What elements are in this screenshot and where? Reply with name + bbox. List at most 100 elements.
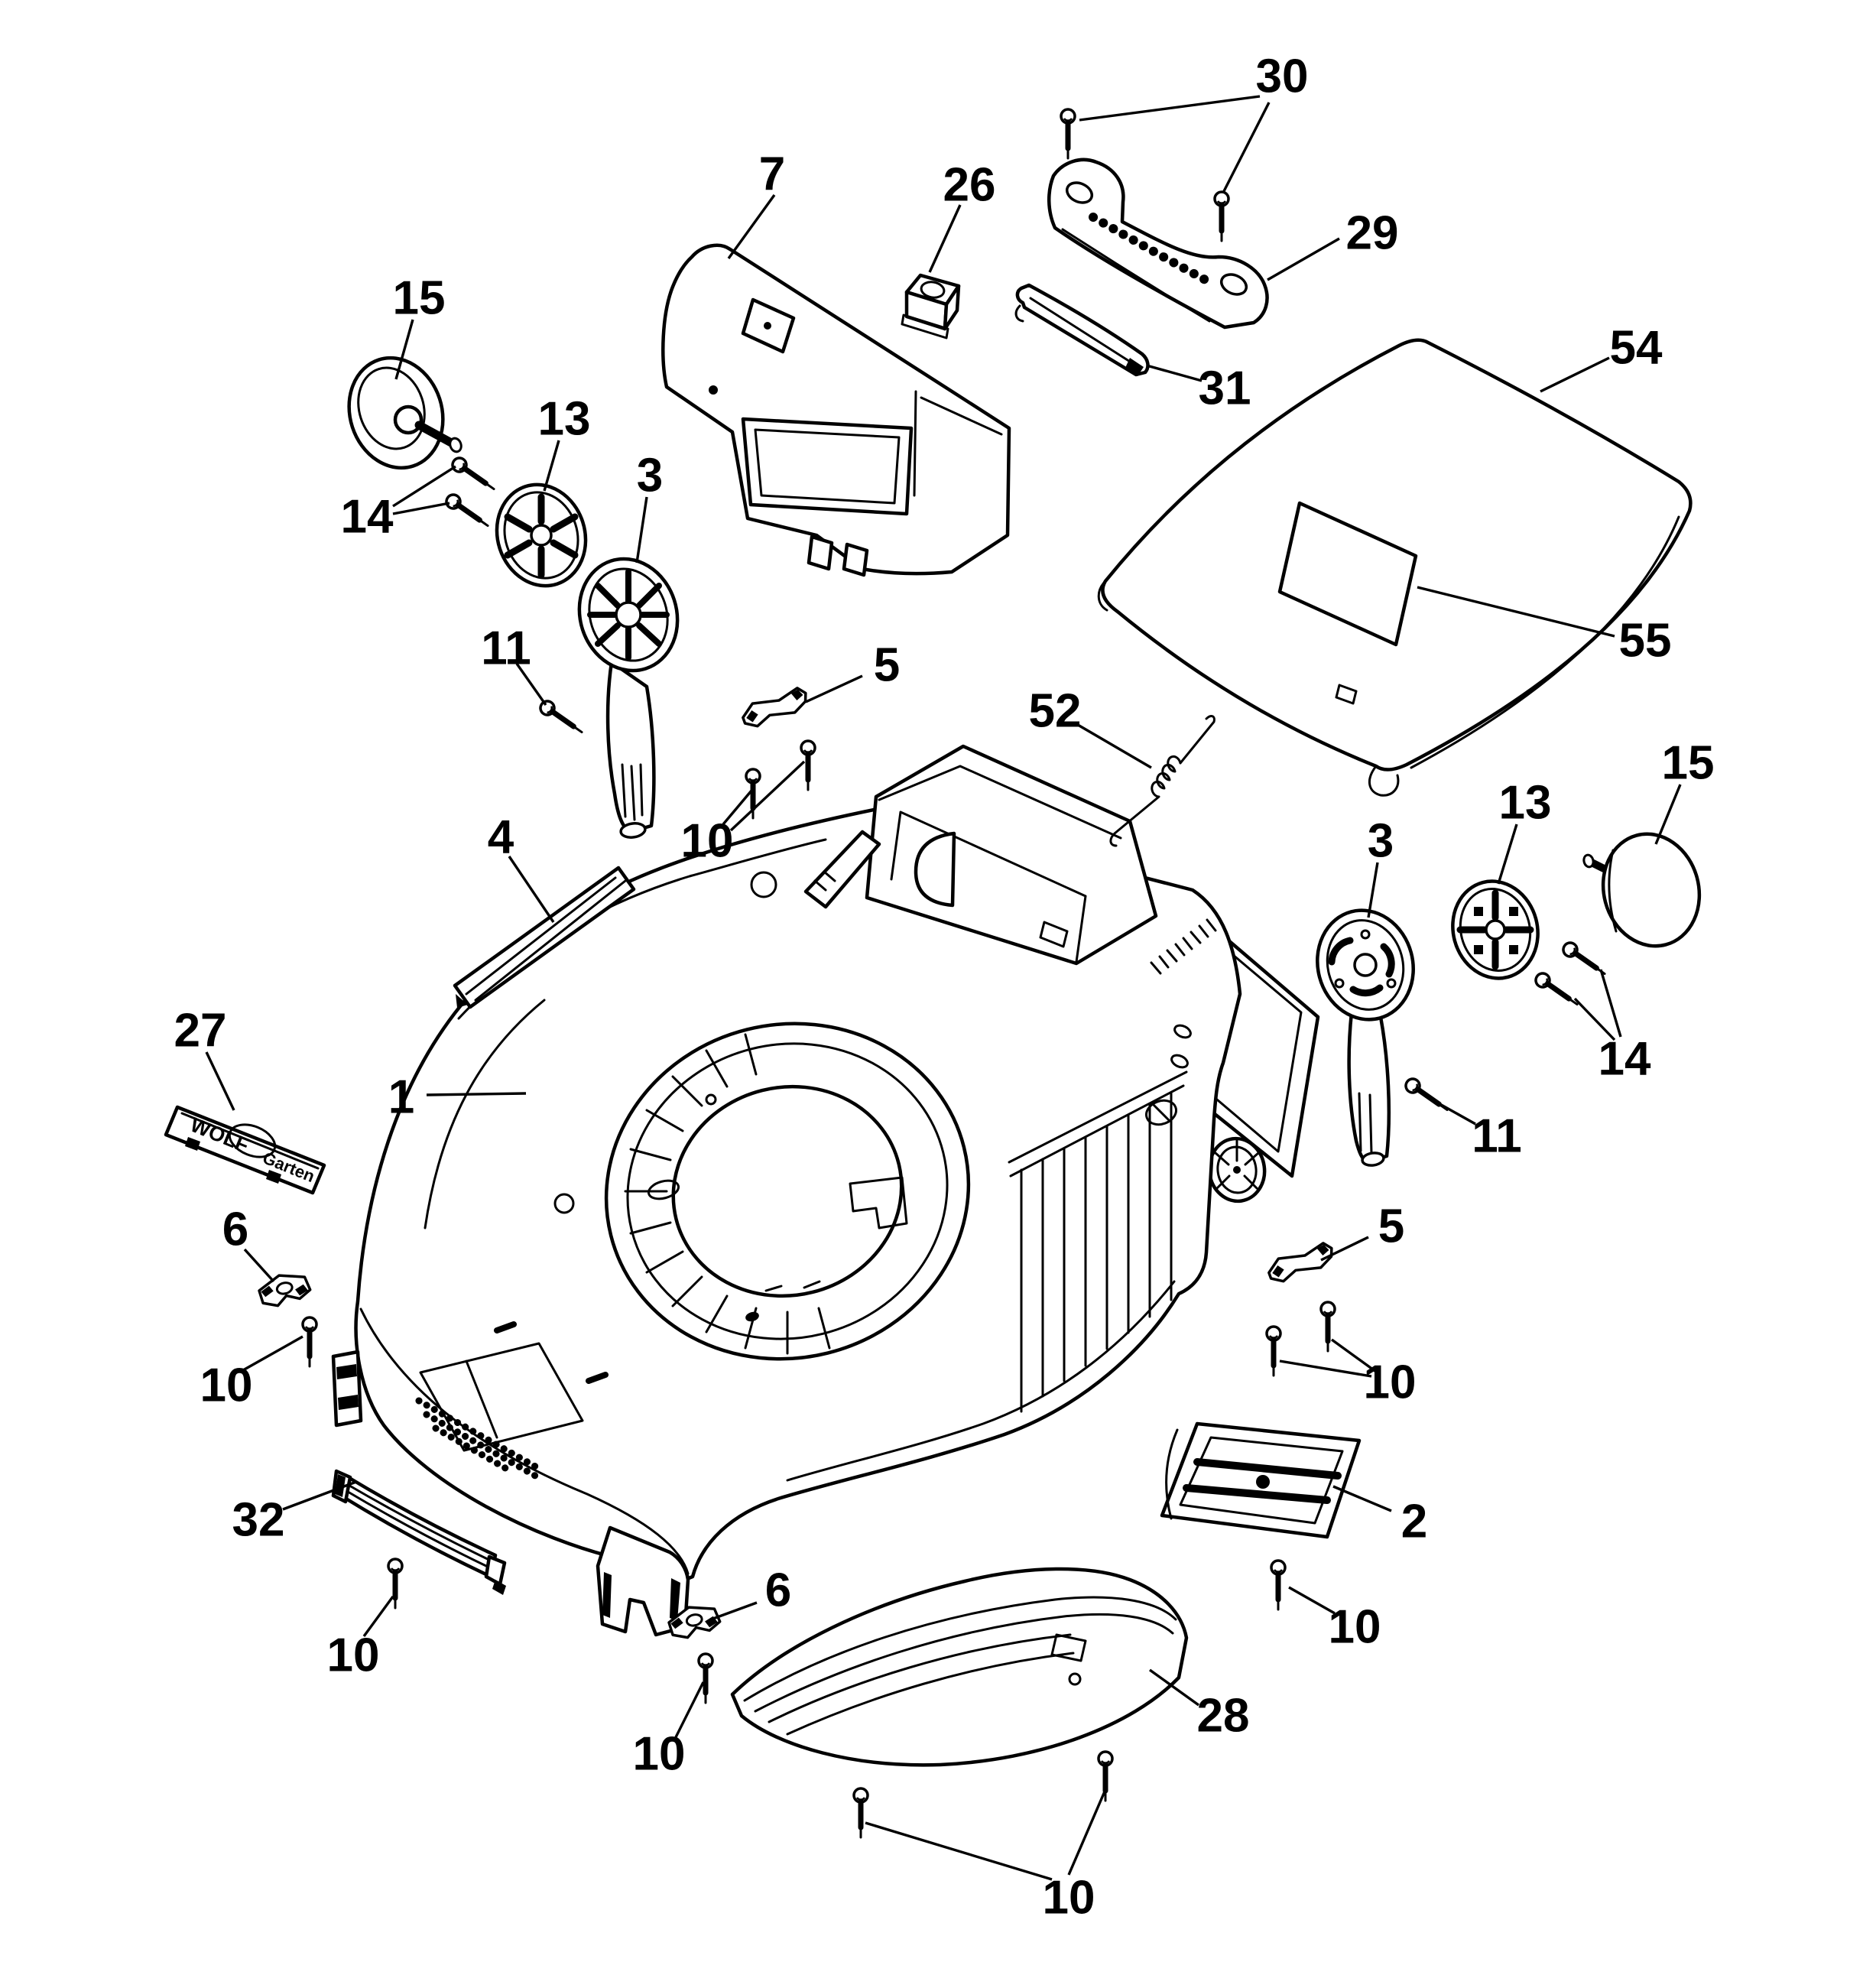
- callout-label-10B: 10: [1043, 1872, 1095, 1925]
- callout-label-10BC: 10: [633, 1728, 686, 1781]
- part-4-trim-strip: [453, 866, 636, 1009]
- leader-line-15R: [1654, 784, 1682, 845]
- callout-label-5R: 5: [1378, 1200, 1404, 1253]
- callout-30: 30: [1079, 50, 1308, 193]
- leader-line-13R: [1497, 823, 1518, 885]
- callout-10BC: 10: [633, 1681, 705, 1781]
- callout-label-29: 29: [1346, 207, 1399, 260]
- callout-label-32: 32: [232, 1494, 285, 1547]
- leader-line-3L: [635, 496, 648, 564]
- leader-line-30: [1222, 102, 1271, 193]
- screw-10-left: [303, 1317, 316, 1366]
- part-31-slide-strip: [1014, 283, 1150, 377]
- part-6-clip-left: [255, 1267, 313, 1311]
- leader-line-10R: [1279, 1359, 1372, 1378]
- callout-1: 1: [388, 1071, 527, 1124]
- callout-4: 4: [488, 811, 555, 923]
- leader-line-2: [1332, 1485, 1392, 1512]
- screw-14-left-a: [450, 455, 498, 494]
- leader-line-14L: [392, 465, 456, 508]
- screw-10-top-b: [801, 741, 815, 790]
- leader-line-26: [928, 204, 962, 273]
- callout-label-27: 27: [174, 1005, 227, 1057]
- part-5-clip-center: [738, 684, 813, 732]
- callout-label-30: 30: [1256, 50, 1309, 103]
- callout-label-4: 4: [488, 811, 514, 864]
- leader-line-4: [508, 856, 555, 923]
- callout-label-3L: 3: [637, 450, 663, 502]
- callout-3L: 3: [635, 450, 663, 564]
- part-55-decal: [1277, 501, 1418, 647]
- leader-line-15L: [394, 319, 414, 380]
- part-26-cube: [901, 273, 961, 339]
- callout-27: 27: [174, 1005, 235, 1111]
- leader-line-10BC: [674, 1681, 705, 1738]
- screw-10-right-a: [1321, 1302, 1335, 1351]
- callout-10BL: 10: [327, 1595, 394, 1682]
- callout-10R: 10: [1279, 1338, 1417, 1409]
- callout-label-52: 52: [1029, 685, 1082, 738]
- screw-30-a: [1061, 109, 1075, 158]
- leader-line-10RM: [1288, 1586, 1336, 1615]
- leader-line-55: [1417, 586, 1615, 638]
- part-7-console-bracket: [661, 243, 1011, 577]
- leader-line-6L: [243, 1248, 275, 1283]
- callout-label-3R: 3: [1368, 815, 1394, 868]
- leader-line-1: [426, 1092, 527, 1096]
- leader-line-27: [205, 1051, 235, 1111]
- callout-label-15L: 15: [393, 272, 446, 325]
- callout-3R: 3: [1367, 815, 1394, 918]
- callout-label-7: 7: [759, 148, 785, 201]
- callout-label-2: 2: [1401, 1496, 1427, 1548]
- screw-14-right-b: [1533, 970, 1581, 1009]
- leader-line-31: [1146, 364, 1203, 382]
- callout-label-31: 31: [1199, 362, 1251, 415]
- callout-label-10BL: 10: [327, 1629, 380, 1682]
- part-3-height-adjuster-left: [577, 557, 680, 839]
- callout-7: 7: [727, 148, 785, 259]
- part-29-latch-bracket: [1047, 158, 1269, 330]
- callout-label-13R: 13: [1499, 777, 1552, 830]
- callout-label-26: 26: [943, 159, 996, 212]
- callout-label-28: 28: [1197, 1690, 1250, 1743]
- screw-10-bottom-b: [1099, 1752, 1112, 1801]
- callout-6L: 6: [222, 1204, 275, 1283]
- callout-label-13L: 13: [538, 393, 591, 446]
- callout-15R: 15: [1654, 737, 1715, 845]
- leader-line-3R: [1367, 862, 1379, 918]
- callout-label-11L: 11: [481, 622, 531, 675]
- part-13-gear-disc-right: [1451, 879, 1540, 980]
- callout-28: 28: [1149, 1668, 1250, 1743]
- screw-10-bottom-a: [854, 1788, 868, 1837]
- rear-adjuster-pulley: [1207, 1136, 1267, 1204]
- callout-14R: 14: [1573, 969, 1651, 1086]
- part-52-spring: [1109, 715, 1216, 847]
- part-27-brand-plate: WOLF Garten: [164, 1105, 326, 1195]
- callout-label-5C: 5: [874, 639, 900, 692]
- part-3-height-adjuster-right: [1316, 908, 1415, 1167]
- callout-label-6L: 6: [222, 1204, 248, 1256]
- callout-6B: 6: [710, 1564, 791, 1621]
- callout-label-14L: 14: [341, 491, 394, 544]
- callout-10L: 10: [200, 1335, 303, 1412]
- screw-10-right-b: [1267, 1327, 1280, 1376]
- callout-label-10R: 10: [1364, 1356, 1417, 1409]
- leader-line-10TC: [729, 760, 806, 832]
- part-1-deck: [331, 807, 1242, 1637]
- callout-label-55: 55: [1619, 615, 1672, 668]
- leader-line-10TC: [722, 789, 753, 826]
- screw-10-right-mid: [1271, 1561, 1285, 1610]
- callout-5C: 5: [805, 639, 900, 703]
- callout-label-54: 54: [1610, 322, 1663, 375]
- part-15-wheel-cap-left: [347, 356, 463, 470]
- callout-52: 52: [1029, 685, 1152, 769]
- callout-label-11R: 11: [1472, 1110, 1522, 1163]
- leader-line-54: [1540, 356, 1610, 393]
- leader-line-32: [282, 1480, 357, 1511]
- leader-line-10B: [865, 1821, 1053, 1881]
- callout-label-15R: 15: [1662, 737, 1715, 790]
- callout-label-10TC: 10: [681, 815, 734, 868]
